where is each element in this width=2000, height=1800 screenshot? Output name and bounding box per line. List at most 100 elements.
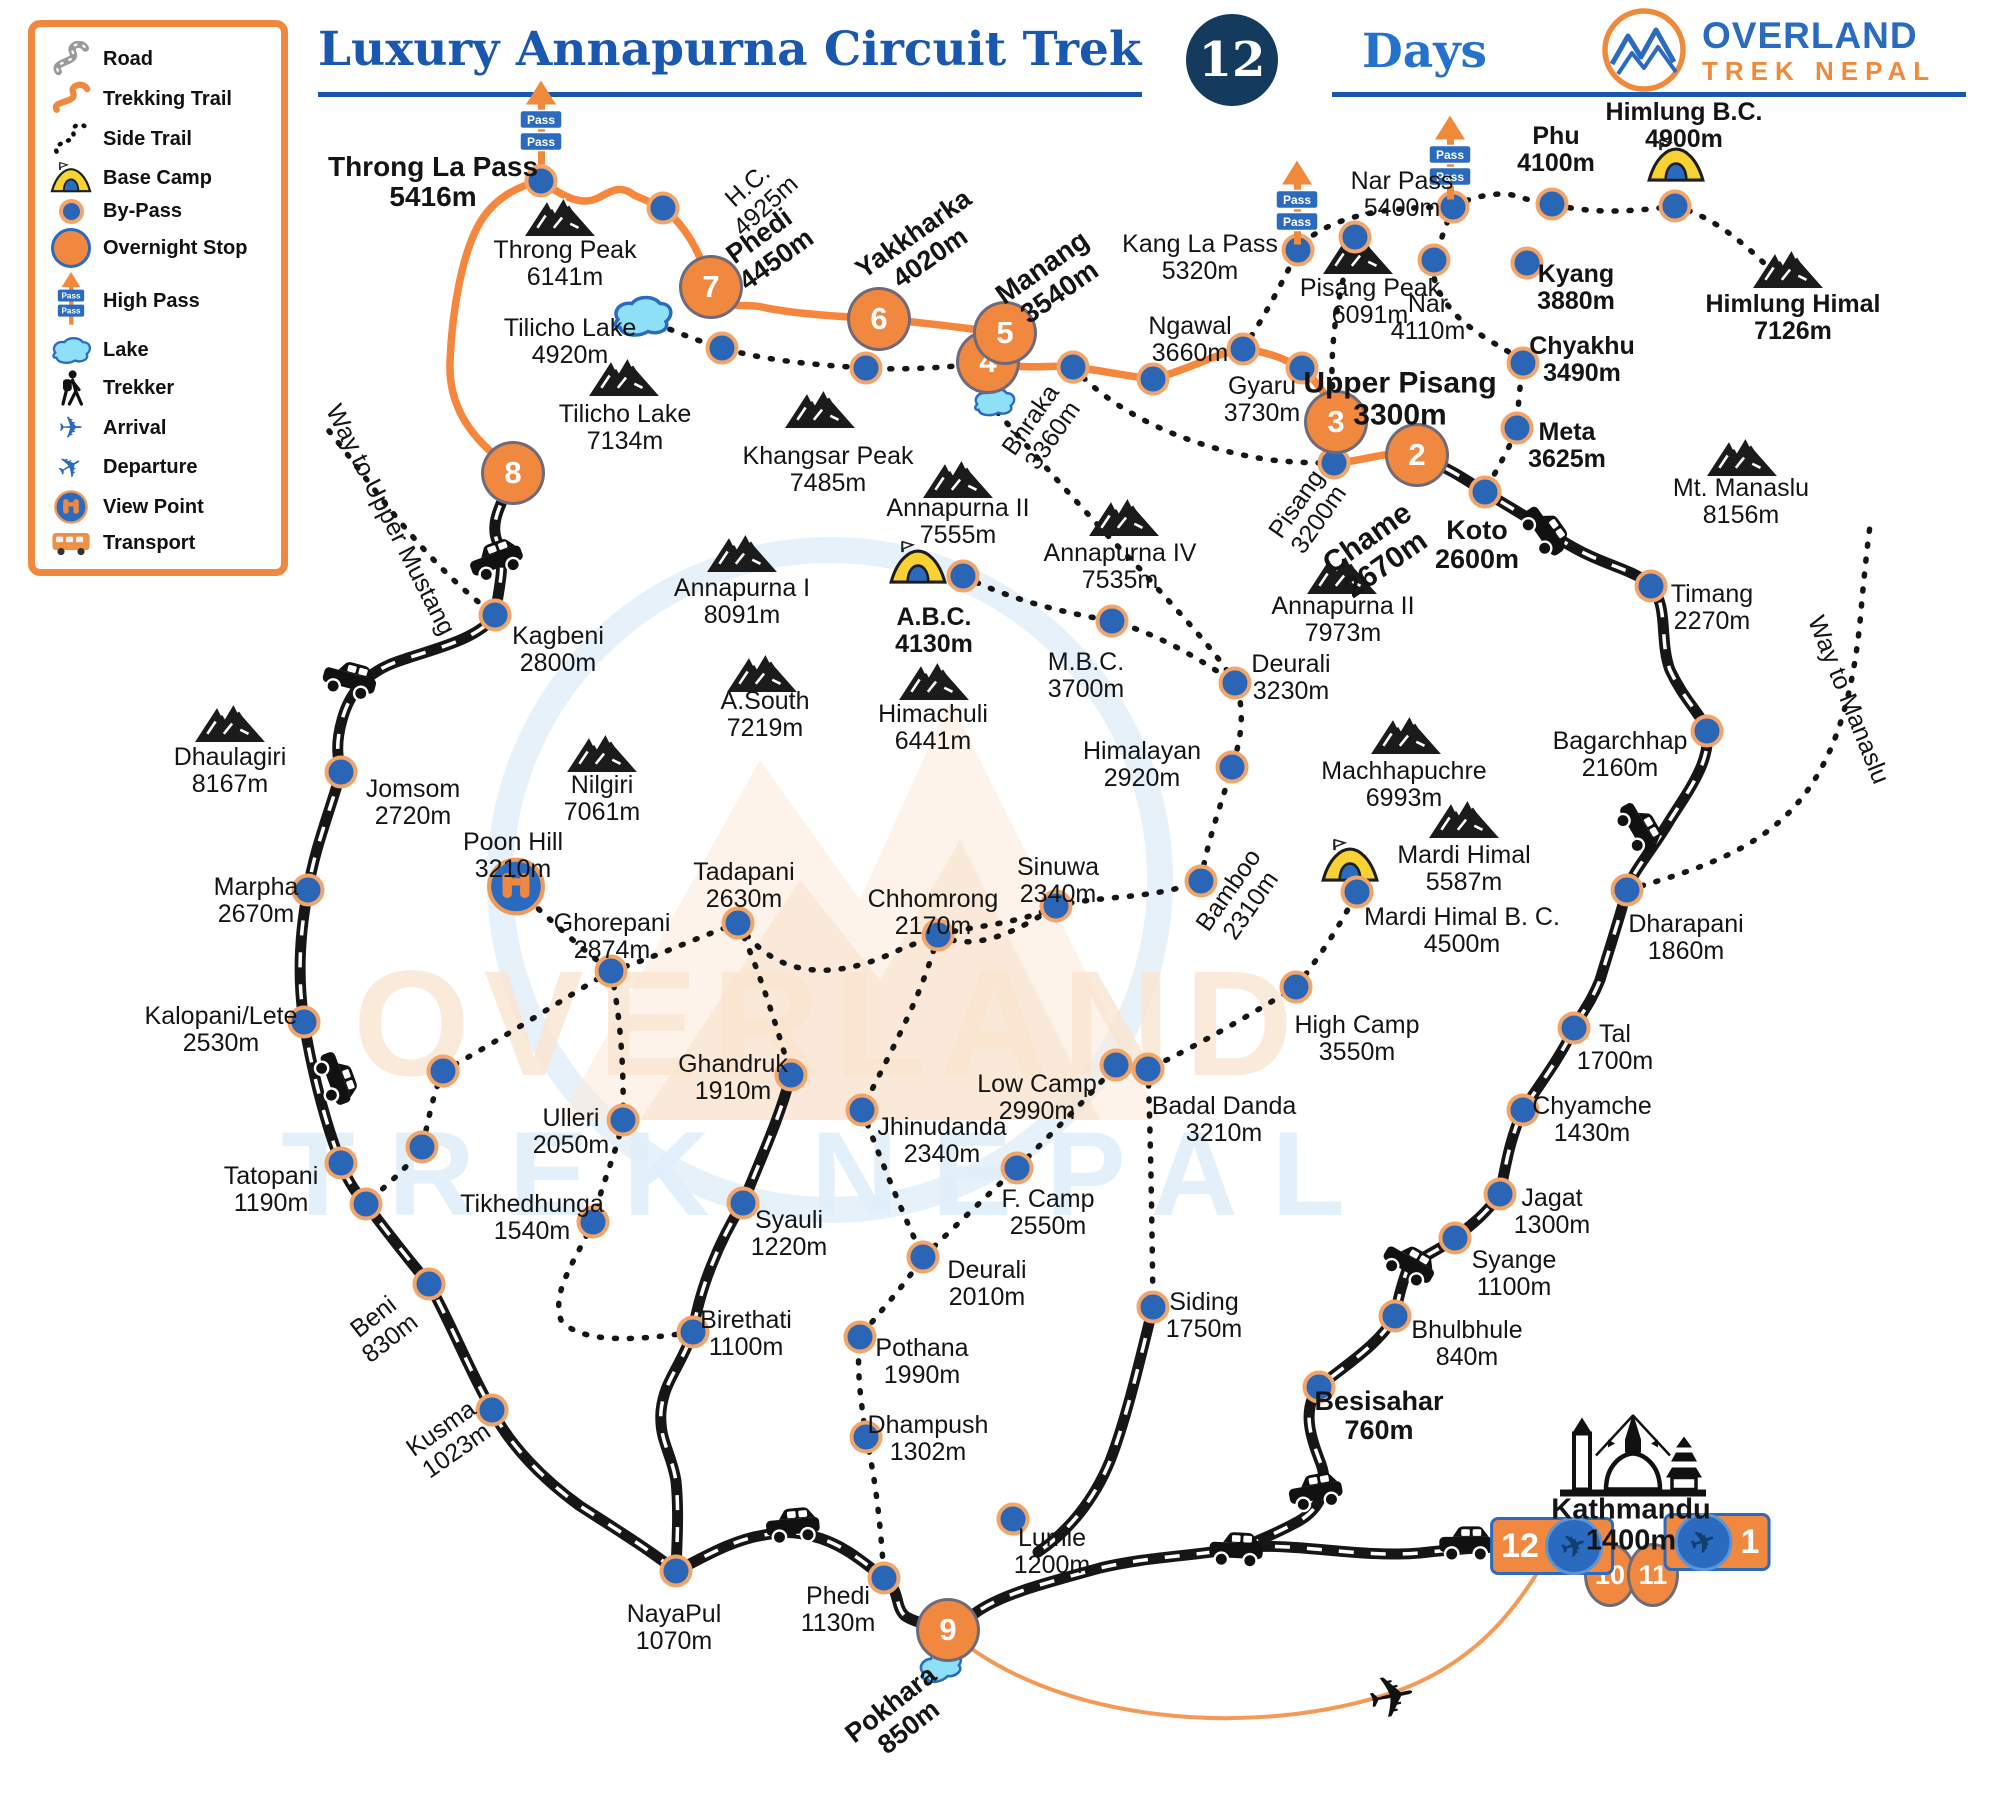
place-elevation: 7485m: [789, 469, 867, 497]
place-name: Annapurna IV: [1043, 539, 1197, 567]
place-elevation: 3660m: [1151, 339, 1229, 367]
stop-12-departure: 12✈: [1490, 1517, 1614, 1575]
place-name: Throng Peak: [493, 236, 637, 264]
place-elevation: 1100m: [708, 1333, 784, 1361]
bypass-dot: [1438, 1221, 1472, 1255]
legend-label: Transport: [103, 531, 196, 554]
place-name: F. Camp: [1001, 1185, 1095, 1213]
place-name: Pisang Peak: [1299, 274, 1441, 302]
svg-text:Pass: Pass: [61, 306, 81, 315]
legend-item-tent: Base Camp: [45, 161, 273, 195]
place-elevation: 5416m: [389, 181, 477, 212]
place-name: Marpha: [213, 873, 299, 901]
place-elevation: 1700m: [1576, 1047, 1654, 1075]
legend-label: By-Pass: [103, 200, 182, 222]
legend-label: High Pass: [103, 290, 200, 312]
bypass-dot: [1136, 1290, 1170, 1324]
place-elevation: 2874m: [573, 936, 651, 964]
place-elevation: 4500m: [1423, 930, 1501, 958]
place-elevation: 2600m: [1434, 544, 1520, 574]
bypass-dot: [1285, 351, 1319, 385]
svg-text:Pass: Pass: [1436, 170, 1464, 184]
place-elevation: 7555m: [919, 521, 997, 549]
overnight-stop-2: 2: [1385, 423, 1449, 487]
place-name: Khangsar Peak: [742, 442, 914, 470]
departure-plane-icon: ✈: [51, 446, 91, 489]
bypass-dot: [475, 1393, 509, 1427]
place-name: Machhapuchre: [1321, 757, 1487, 785]
overnight-stop-7: 7: [679, 255, 743, 319]
place-name: Chyakhu: [1529, 332, 1635, 360]
place-elevation: 7219m: [726, 714, 804, 742]
place-elevation: 6993m: [1365, 784, 1443, 812]
bypass-dot-sample: [58, 199, 84, 224]
place-elevation: 1750m: [1165, 1315, 1243, 1343]
place-elevation: 2340m: [1019, 880, 1097, 908]
title-underline: [318, 92, 1142, 97]
bypass-dot: [287, 1005, 321, 1039]
svg-text:Pass: Pass: [527, 113, 555, 127]
stop-number: 1: [1740, 1522, 1760, 1561]
bypass-dot: [576, 1205, 610, 1239]
place-elevation: 4900m: [1645, 125, 1723, 153]
place-name: Nar Pass: [1350, 167, 1454, 195]
mountain-peak-icon: [1087, 493, 1161, 544]
svg-text:Pass: Pass: [1283, 215, 1311, 229]
place-name: Nilgiri: [570, 771, 634, 799]
days-number: 12: [1198, 32, 1266, 88]
days-label: Days: [1362, 24, 1487, 79]
bypass-dot: [996, 1502, 1030, 1536]
place-name: Mardi Himal B. C.: [1364, 903, 1560, 931]
bypass-dot: [1468, 475, 1502, 509]
overland-trek-nepal-logo: OVERLAND TREK NEPAL: [1596, 2, 1936, 98]
overnight-icon: [45, 228, 97, 268]
place-elevation: 4130m: [895, 630, 973, 658]
bypass-dot: [426, 1054, 460, 1088]
place-elevation: 1400m: [1585, 1525, 1677, 1557]
lake-icon: [45, 335, 97, 365]
legend-label: View Point: [103, 495, 204, 518]
place-elevation: 3300m: [1353, 399, 1447, 432]
place-elevation: 1302m: [889, 1438, 967, 1466]
bypass-dot: [324, 755, 358, 789]
place-name: Mt. Manaslu: [1672, 474, 1810, 502]
place-name: Jhinudanda: [877, 1113, 1007, 1141]
place-name: Kyang: [1537, 260, 1615, 288]
place-name: Meta: [1538, 418, 1596, 446]
place-name: Annapurna I: [673, 574, 811, 602]
place-elevation: 1300m: [1513, 1211, 1591, 1239]
legend-item-departure: ✈Departure: [45, 447, 273, 488]
place-name: Ghorepani: [553, 909, 671, 937]
place-name: Tal: [1599, 1020, 1631, 1048]
place-elevation: 2050m: [532, 1131, 610, 1159]
place-name: Annapurna II: [1271, 592, 1415, 620]
bypass-dot: [1506, 1093, 1540, 1127]
place-name: Throng La Pass: [327, 150, 539, 182]
bypass-dot: [1500, 411, 1534, 445]
place-name: Nar: [1407, 290, 1449, 318]
bypass-dot: [1658, 189, 1692, 223]
place-elevation: 2170m: [894, 912, 972, 940]
place-elevation: 5400m: [1363, 194, 1441, 222]
place-elevation: 4100m: [1517, 149, 1595, 177]
logo-line1: OVERLAND: [1702, 14, 1918, 56]
trekker-icon: [45, 369, 97, 407]
place-elevation: 7134m: [586, 427, 664, 455]
trail-icon: [45, 81, 97, 117]
